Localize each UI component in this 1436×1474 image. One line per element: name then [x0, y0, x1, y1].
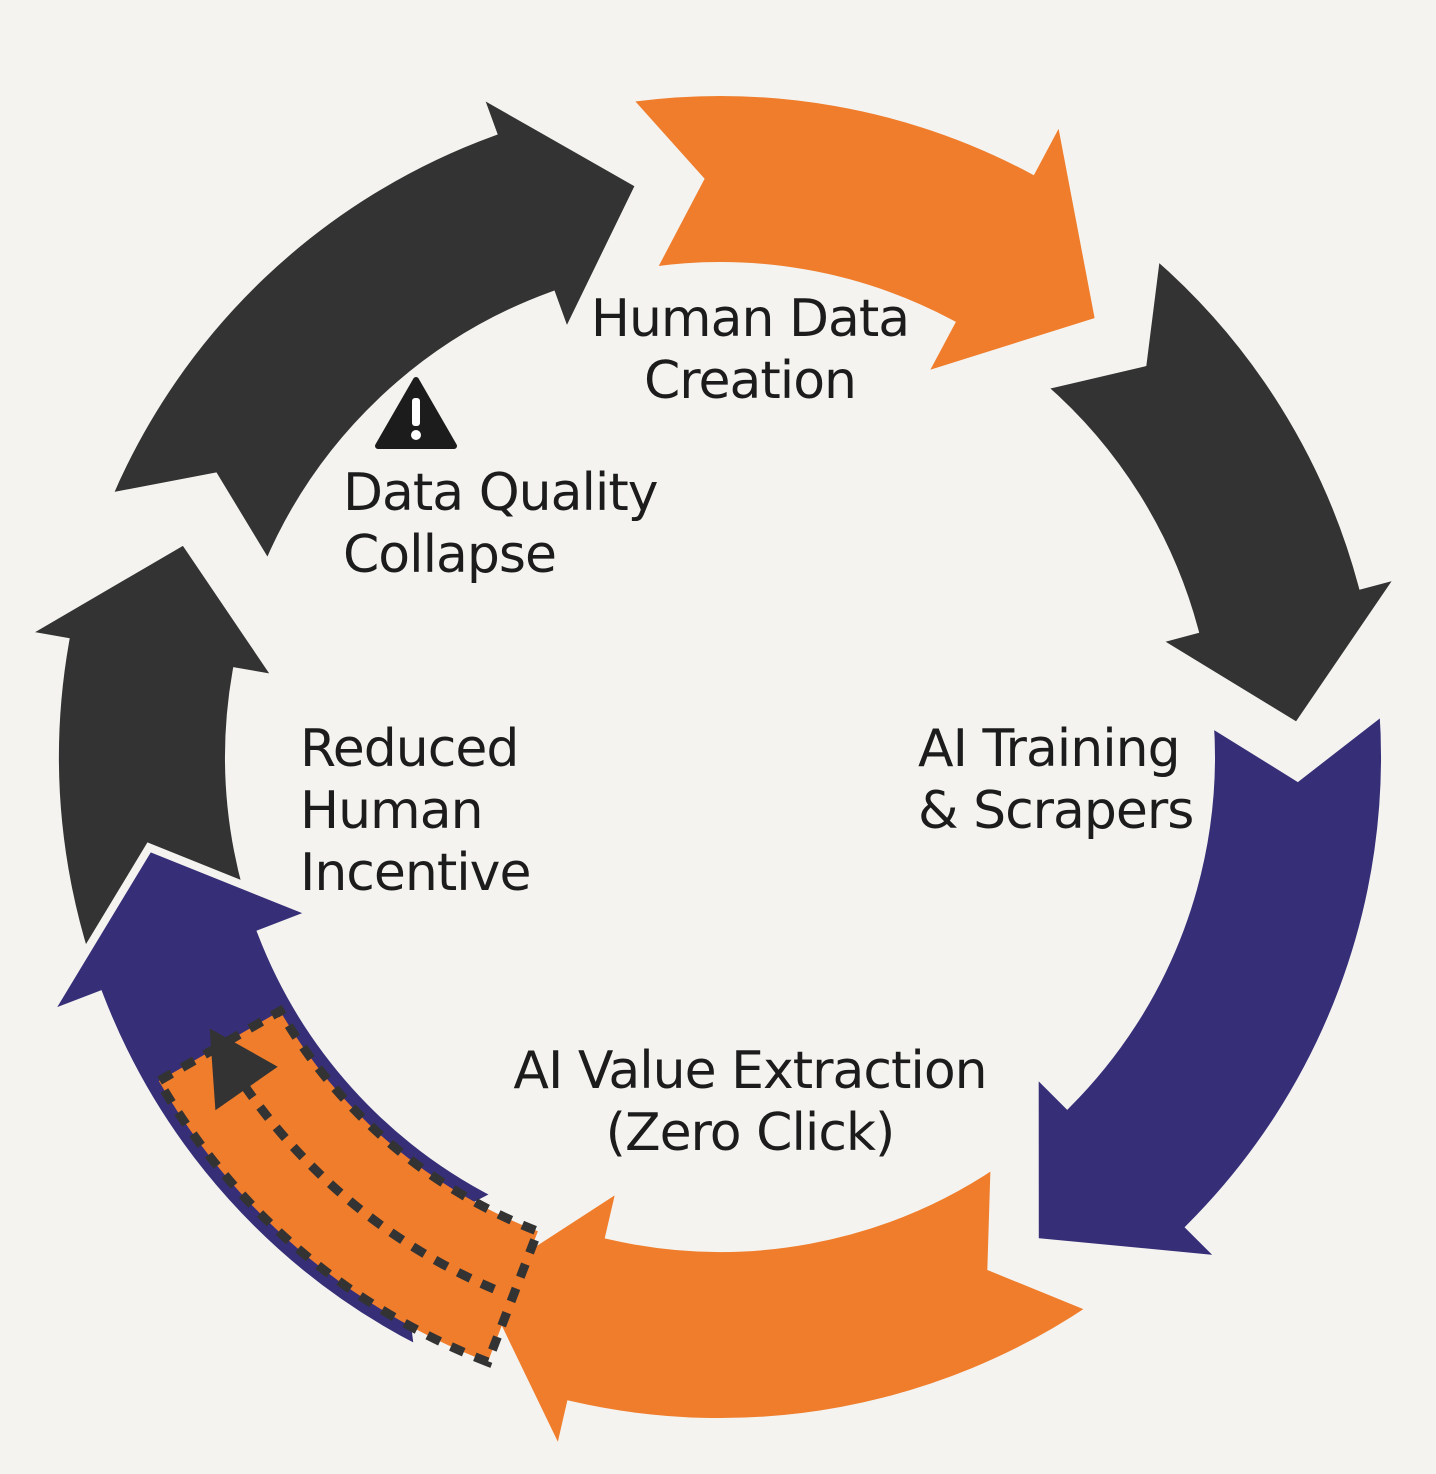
arrow-bottom-left-orange — [470, 1156, 1101, 1466]
label-line: Collapse — [343, 525, 557, 585]
stage-label-ai-training: AI Training & Scrapers — [918, 718, 1194, 842]
label-line: Incentive — [300, 843, 531, 903]
arrow-right-orange — [619, 88, 1104, 384]
stage-label-reduced-human-incentive: Reduced Human Incentive — [300, 718, 531, 904]
label-line: Human Data — [590, 289, 910, 349]
arrow-top-right-dark — [101, 83, 645, 574]
arrows-layer — [12, 83, 1411, 1466]
arrow-lower-right-dark — [1033, 247, 1411, 733]
label-line: Human — [300, 781, 484, 841]
arrow-bottom-navy — [1030, 702, 1390, 1265]
warning-icon — [375, 377, 457, 449]
stage-label-human-data-creation: Human Data Creation — [540, 288, 960, 412]
label-line: AI Value Extraction — [513, 1041, 987, 1101]
dashed-arrowhead — [209, 1028, 278, 1111]
label-line: Data Quality — [343, 463, 658, 523]
arrow-upper-left-orange-dashed — [152, 1004, 544, 1368]
stage-label-ai-value-extraction: AI Value Extraction (Zero Click) — [470, 1040, 1030, 1164]
label-line: & Scrapers — [918, 781, 1194, 841]
label-line: AI Training — [918, 719, 1181, 779]
label-line: Creation — [643, 351, 857, 411]
label-line: Reduced — [300, 719, 519, 779]
stage-label-data-quality-collapse: Data Quality Collapse — [343, 462, 658, 586]
label-line: (Zero Click) — [605, 1103, 896, 1163]
